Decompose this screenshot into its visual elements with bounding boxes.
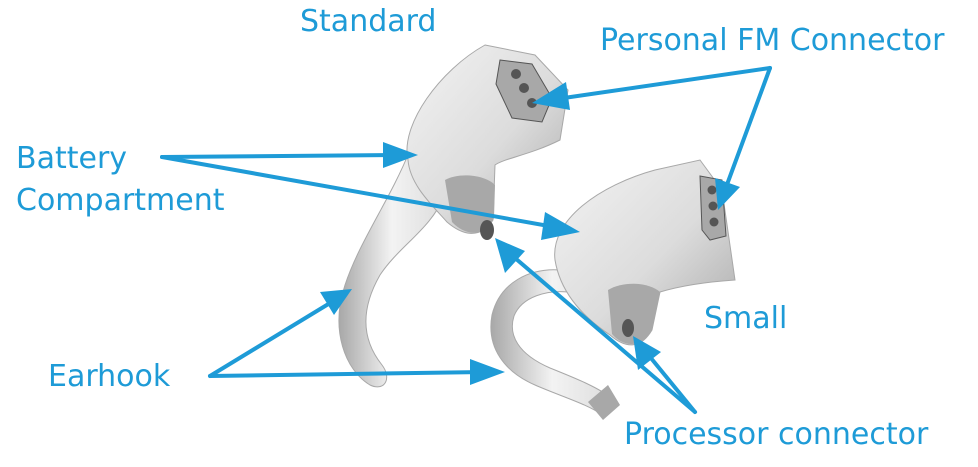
fm-connector-arrowhead-standard xyxy=(532,82,570,110)
standard-fm-pin xyxy=(519,83,529,93)
standard-fm-pin xyxy=(511,69,521,79)
small-processor-port xyxy=(622,319,634,337)
small-neck-shape xyxy=(608,283,660,344)
battery-arrowhead-small xyxy=(541,212,580,240)
label-battery: Battery xyxy=(16,141,128,176)
label-small: Small xyxy=(704,301,788,336)
fm-connector-line-to-small xyxy=(723,66,772,192)
small-fm-pin xyxy=(709,217,719,227)
processor-line-to-small xyxy=(644,350,697,414)
small-fm-pin xyxy=(708,201,718,211)
processor-arrowhead-standard xyxy=(495,238,525,273)
small-processor-illustration xyxy=(490,159,736,420)
standard-neck-shape xyxy=(445,175,495,233)
label-standard: Standard xyxy=(300,4,437,39)
earhook-line-to-standard xyxy=(208,298,337,378)
fm-connector-arrowhead-small xyxy=(715,178,740,210)
label-compartment: Compartment xyxy=(16,183,225,218)
label-processor-connector: Processor connector xyxy=(624,417,929,452)
standard-earhook-shape xyxy=(338,149,446,388)
small-fm-pin xyxy=(707,185,717,195)
earhook-arrowhead-standard xyxy=(320,289,352,315)
standard-processor-illustration xyxy=(338,44,569,388)
processor-arrowhead-small xyxy=(633,336,661,370)
small-body-shape xyxy=(554,159,736,346)
processor-line-to-standard xyxy=(506,250,697,414)
label-personal-fm-connector: Personal FM Connector xyxy=(600,23,945,58)
label-earhook: Earhook xyxy=(48,359,171,394)
battery-line-to-small xyxy=(160,155,562,230)
small-earhook-tip xyxy=(588,385,620,420)
earhook-arrowhead-small xyxy=(470,359,505,385)
battery-line-to-standard xyxy=(160,153,402,159)
callout-arrows xyxy=(160,66,772,414)
standard-processor-port xyxy=(480,220,494,240)
fm-connector-line-to-standard xyxy=(548,66,772,102)
earhook-line-to-small xyxy=(208,370,487,378)
battery-arrowhead-standard xyxy=(383,142,418,168)
